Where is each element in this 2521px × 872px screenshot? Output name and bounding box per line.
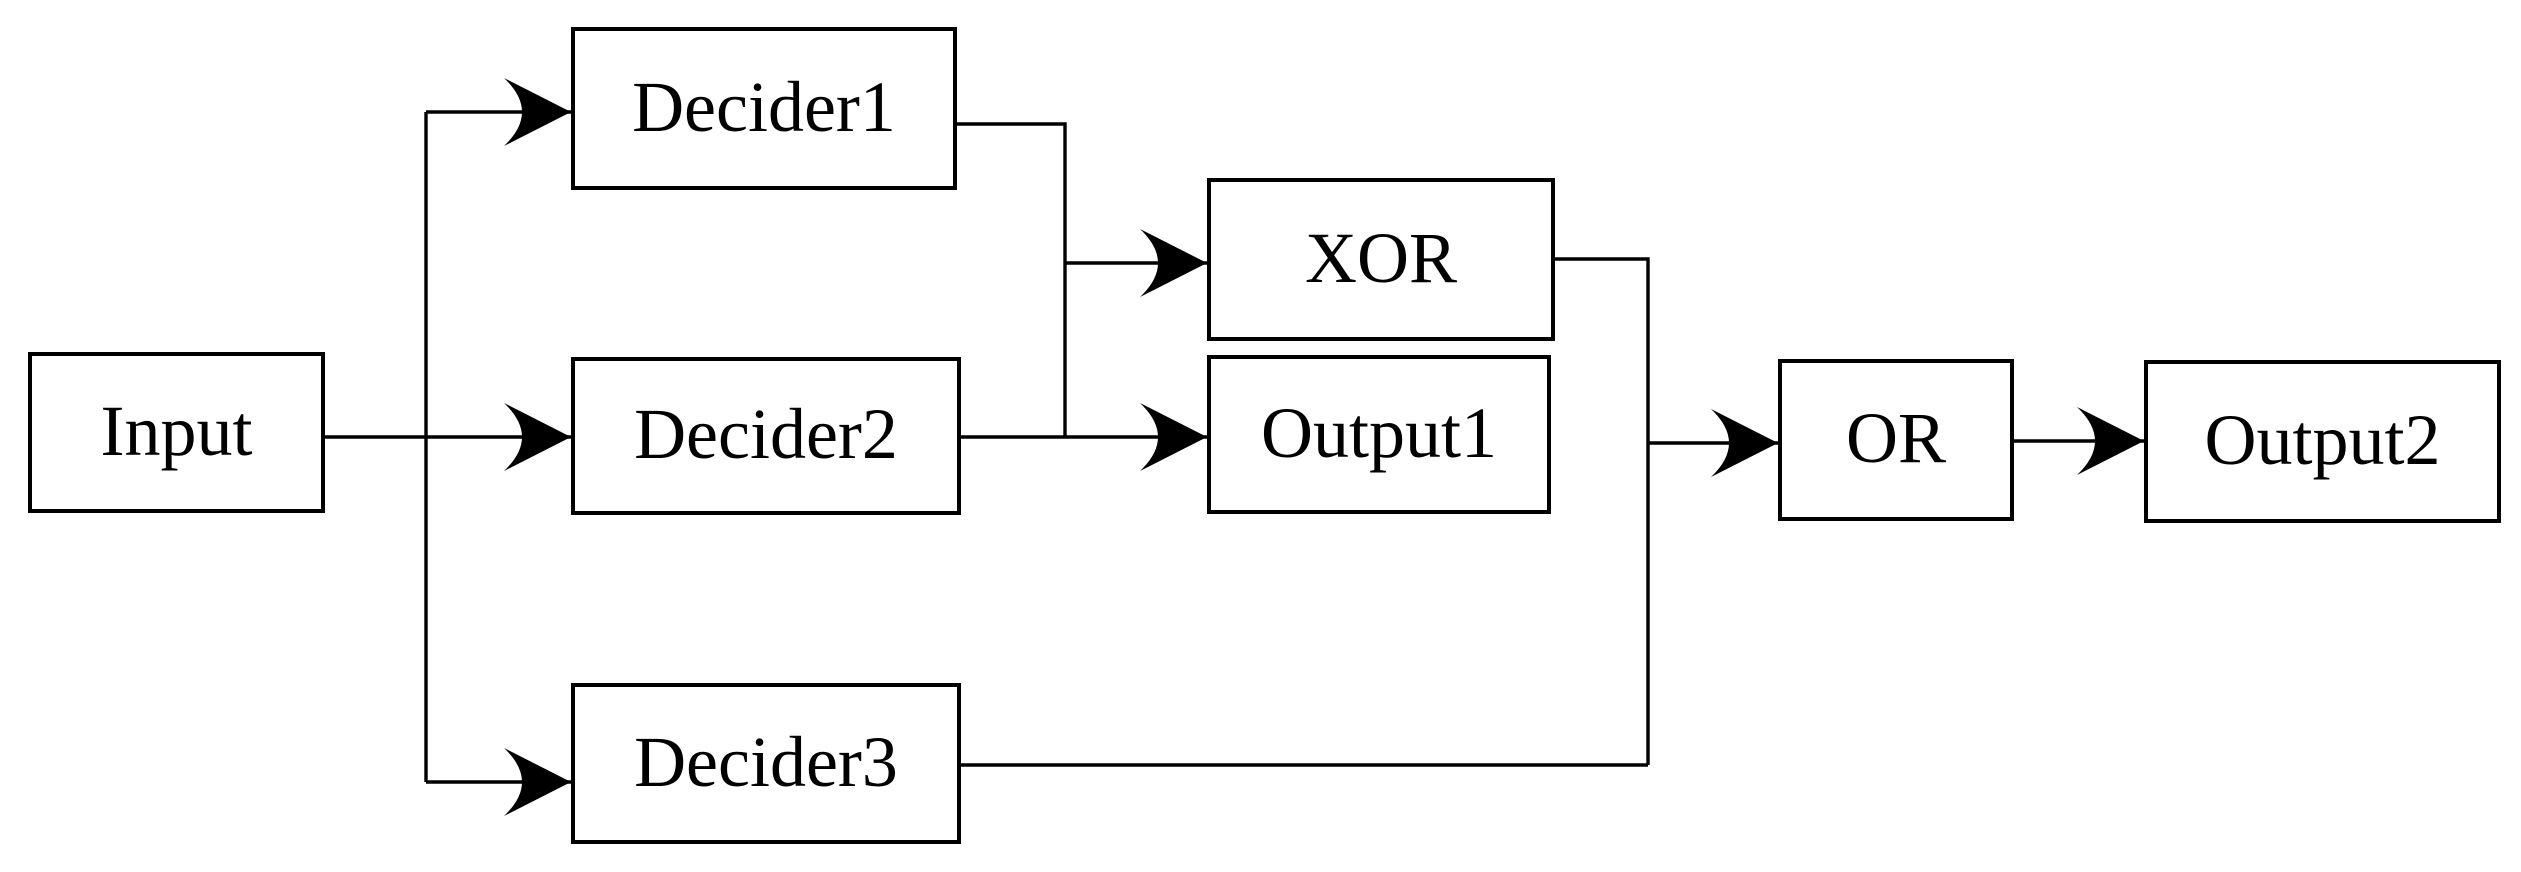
arrowhead-or-to-output2 <box>2077 407 2144 475</box>
arrowhead-input-to-decider2 <box>504 403 571 471</box>
node-label-xor: XOR <box>1304 217 1457 298</box>
node-or: OR <box>1778 359 2014 521</box>
node-label-or: OR <box>1845 398 1947 478</box>
node-input: Input <box>28 352 325 513</box>
arrowhead-junction-to-xor <box>1140 229 1207 297</box>
node-label-output1: Output1 <box>1260 392 1497 473</box>
arrowhead-junction2-to-or <box>1711 409 1778 477</box>
arrowhead-decider2-to-output1 <box>1140 403 1207 471</box>
node-label-decider3: Decider3 <box>634 721 898 802</box>
node-label-output2: Output2 <box>2204 399 2441 480</box>
node-decider2: Decider2 <box>571 357 961 515</box>
node-label-decider2: Decider2 <box>634 394 898 474</box>
node-decider3: Decider3 <box>571 683 961 844</box>
node-xor: XOR <box>1207 178 1555 341</box>
node-output1: Output1 <box>1207 355 1551 514</box>
edge-decider1-to-junction <box>957 122 1067 437</box>
edge-xor-to-junction2 <box>1555 257 1650 765</box>
node-label-input: Input <box>100 390 253 471</box>
arrowhead-branch-to-decider3 <box>504 748 571 816</box>
node-label-decider1: Decider1 <box>632 66 896 147</box>
arrowhead-branch-to-decider1 <box>504 78 571 146</box>
node-output2: Output2 <box>2144 360 2501 523</box>
node-decider1: Decider1 <box>571 27 957 190</box>
